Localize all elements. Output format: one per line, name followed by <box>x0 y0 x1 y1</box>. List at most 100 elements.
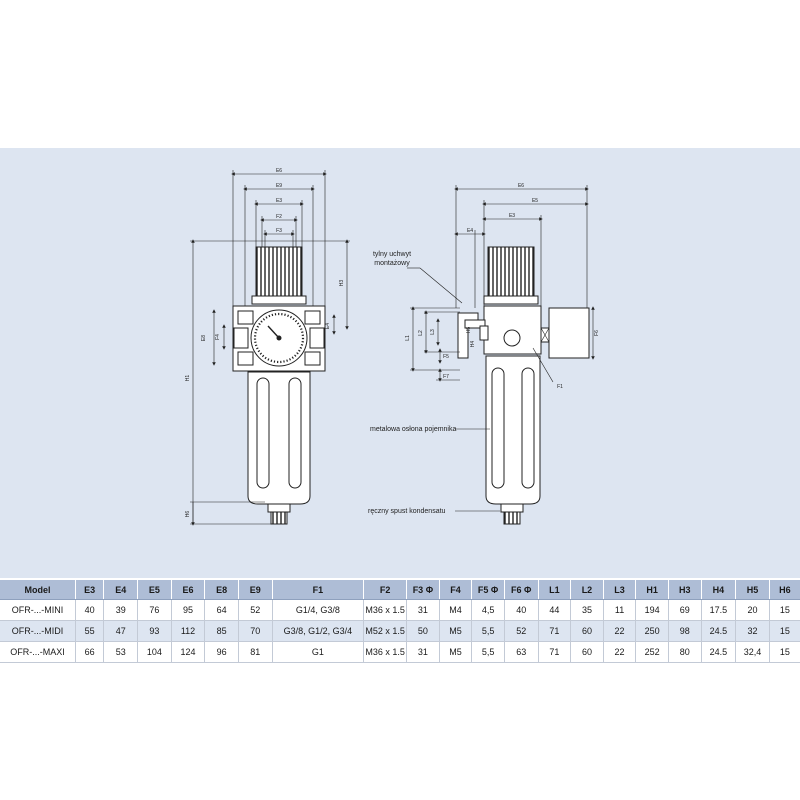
table-cell: 95 <box>170 599 205 621</box>
column-header: F1 <box>271 580 364 600</box>
table-cell: M36 x 1.5 <box>363 599 407 621</box>
dim-h4: H4 <box>470 341 476 348</box>
dim-e4-front: E4 <box>325 323 331 329</box>
table-cell: 60 <box>570 641 604 663</box>
dim-f7: F7 <box>443 374 449 380</box>
technical-drawing: E6 E9 E3 F2 F3 E8 F4 E4 H3 H1 H6 <box>185 168 600 526</box>
table-cell: 81 <box>237 641 273 663</box>
column-header: H3 <box>667 580 702 600</box>
table-cell: 53 <box>103 641 138 663</box>
dim-l2: L2 <box>418 330 424 336</box>
table-cell: 44 <box>537 599 571 621</box>
table-cell: 71 <box>537 641 571 663</box>
column-header: L1 <box>537 580 571 600</box>
table-cell: 40 <box>74 599 104 621</box>
side-view-dimension-labels: E6 E5 E3 E4 L1 L2 L3 F5 F7 H5 H4 F6 F1 <box>405 183 600 390</box>
table-cell: G3/8, G1/2, G3/4 <box>271 620 364 642</box>
table-cell: 17.5 <box>700 599 736 621</box>
table-header-row: Model E3 E4 E5 E6 E8 E9 F1 F2 F3 Φ F4 F5… <box>0 580 800 600</box>
dim-l1: L1 <box>405 335 411 341</box>
dim-e8: E8 <box>201 335 207 341</box>
dim-f1: F1 <box>557 384 563 390</box>
table-cell: 60 <box>570 620 604 642</box>
table-cell: 32,4 <box>735 641 770 663</box>
table-cell: 55 <box>74 620 104 642</box>
technical-drawing-panel: E6 E9 E3 F2 F3 E8 F4 E4 H3 H1 H6 <box>0 148 800 578</box>
dim-e4-side: E4 <box>467 228 473 234</box>
table-cell: G1/4, G3/8 <box>271 599 364 621</box>
table-cell: M5 <box>438 641 472 663</box>
dim-e3-side: E3 <box>509 213 515 219</box>
table-cell: 76 <box>137 599 172 621</box>
table-row: OFR-...-MIDI 55 47 93 112 85 70 G3/8, G1… <box>0 620 800 642</box>
table-cell: 80 <box>667 641 702 663</box>
table-cell: M36 x 1.5 <box>363 641 407 663</box>
table-cell: 66 <box>74 641 104 663</box>
table-cell: 5,5 <box>471 641 505 663</box>
table-cell: 250 <box>635 620 669 642</box>
table-cell: 15 <box>768 599 800 621</box>
table-cell: 112 <box>170 620 205 642</box>
table-cell: 20 <box>735 599 770 621</box>
table-cell: 252 <box>635 641 669 663</box>
table-cell: 93 <box>137 620 172 642</box>
dim-f6: F6 <box>594 330 600 336</box>
dim-e6-side: E6 <box>518 183 524 189</box>
column-header: H4 <box>700 580 736 600</box>
dim-e5: E5 <box>532 198 538 204</box>
dim-l3: L3 <box>430 329 436 335</box>
table-cell: 24.5 <box>700 641 736 663</box>
dim-h3: H3 <box>339 280 345 287</box>
table-cell: 64 <box>204 599 239 621</box>
table-cell: 47 <box>103 620 138 642</box>
column-header: H5 <box>735 580 770 600</box>
dim-f2: F2 <box>276 214 282 220</box>
column-header: H1 <box>635 580 669 600</box>
column-header: E5 <box>137 580 172 600</box>
table-cell: 4,5 <box>471 599 505 621</box>
table-cell: 52 <box>237 599 273 621</box>
dim-f5: F5 <box>443 354 449 360</box>
spec-table: Model E3 E4 E5 E6 E8 E9 F1 F2 F3 Φ F4 F5… <box>0 580 800 663</box>
column-header: L2 <box>570 580 604 600</box>
table-cell: 50 <box>406 620 440 642</box>
column-header: Model <box>0 580 76 600</box>
column-header: F3 Φ <box>406 580 440 600</box>
table-cell: 39 <box>103 599 138 621</box>
table-cell: 52 <box>503 620 539 642</box>
table-cell: 22 <box>602 641 636 663</box>
dim-h6: H6 <box>185 511 191 518</box>
side-view <box>407 185 595 525</box>
dim-h5: H5 <box>466 327 472 334</box>
table-cell: 98 <box>667 620 702 642</box>
dim-e3-front: E3 <box>276 198 282 204</box>
table-row: OFR-...-MINI 40 39 76 95 64 52 G1/4, G3/… <box>0 599 800 621</box>
dim-e9: E9 <box>276 183 282 189</box>
column-header: E8 <box>204 580 239 600</box>
table-cell: 15 <box>768 641 800 663</box>
table-cell: 63 <box>503 641 539 663</box>
callout-metal-bowl-guard: metalowa osłona pojemnika <box>370 426 457 433</box>
table-cell: 24.5 <box>700 620 736 642</box>
column-header: H6 <box>768 580 800 600</box>
front-view-dimension-labels: E6 E9 E3 F2 F3 E8 F4 E4 H3 H1 H6 <box>185 168 345 517</box>
table-cell: 104 <box>137 641 172 663</box>
table-cell: 69 <box>667 599 702 621</box>
dim-h1: H1 <box>185 375 191 382</box>
table-cell: 31 <box>406 599 440 621</box>
table-row: OFR-...-MAXI 66 53 104 124 96 81 G1 M36 … <box>0 641 800 663</box>
column-header: L3 <box>602 580 636 600</box>
table-cell: 5,5 <box>471 620 505 642</box>
table-cell: 85 <box>204 620 239 642</box>
table-cell: 31 <box>406 641 440 663</box>
table-cell: 96 <box>204 641 239 663</box>
column-header: F4 <box>438 580 472 600</box>
table-cell: G1 <box>271 641 364 663</box>
table-cell: OFR-...-MIDI <box>0 620 76 642</box>
table-cell: M52 x 1.5 <box>363 620 407 642</box>
column-header: F2 <box>363 580 407 600</box>
dim-f3-front: F3 <box>276 228 282 234</box>
callout-rear-bracket: tylny uchwyt montażowy <box>372 251 412 267</box>
callout-manual-drain: ręczny spust kondensatu <box>368 508 446 515</box>
table-cell: OFR-...-MINI <box>0 599 76 621</box>
